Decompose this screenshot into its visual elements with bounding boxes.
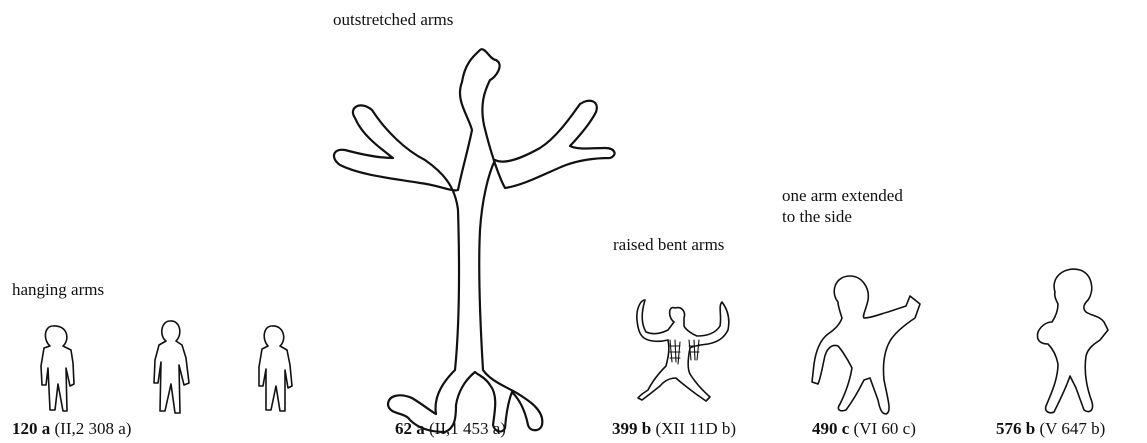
caption-490c-id: 490 c bbox=[812, 419, 849, 438]
caption-120a: 120 a (II,2 308 a) bbox=[12, 419, 131, 439]
caption-399b-id: 399 b bbox=[612, 419, 651, 438]
figure-raised-bent-arms-pattern-left bbox=[670, 340, 680, 364]
caption-120a-id: 120 a bbox=[12, 419, 50, 438]
figure-one-arm-extended bbox=[812, 276, 920, 414]
caption-576b: 576 b (V 647 b) bbox=[996, 419, 1105, 439]
figure-raised-bent-arms-pattern-right bbox=[689, 340, 699, 360]
caption-399b: 399 b (XII 11D b) bbox=[612, 419, 736, 439]
figure-hanging-3 bbox=[259, 326, 292, 411]
caption-62a-id: 62 a bbox=[395, 419, 425, 438]
caption-62a-ref: (II,1 453 a) bbox=[429, 419, 506, 438]
figure-second-arm-extended bbox=[1037, 269, 1108, 413]
caption-490c: 490 c (VI 60 c) bbox=[812, 419, 916, 439]
caption-490c-ref: (VI 60 c) bbox=[854, 419, 916, 438]
caption-120a-ref: (II,2 308 a) bbox=[55, 419, 132, 438]
caption-576b-id: 576 b bbox=[996, 419, 1035, 438]
figure-hanging-2 bbox=[154, 321, 189, 413]
caption-399b-ref: (XII 11D b) bbox=[655, 419, 736, 438]
caption-576b-ref: (V 647 b) bbox=[1039, 419, 1105, 438]
figure-raised-bent-arms bbox=[637, 300, 729, 401]
caption-62a: 62 a (II,1 453 a) bbox=[395, 419, 506, 439]
figure-outstretched-arms bbox=[334, 49, 615, 432]
figure-hanging-1 bbox=[41, 326, 74, 411]
